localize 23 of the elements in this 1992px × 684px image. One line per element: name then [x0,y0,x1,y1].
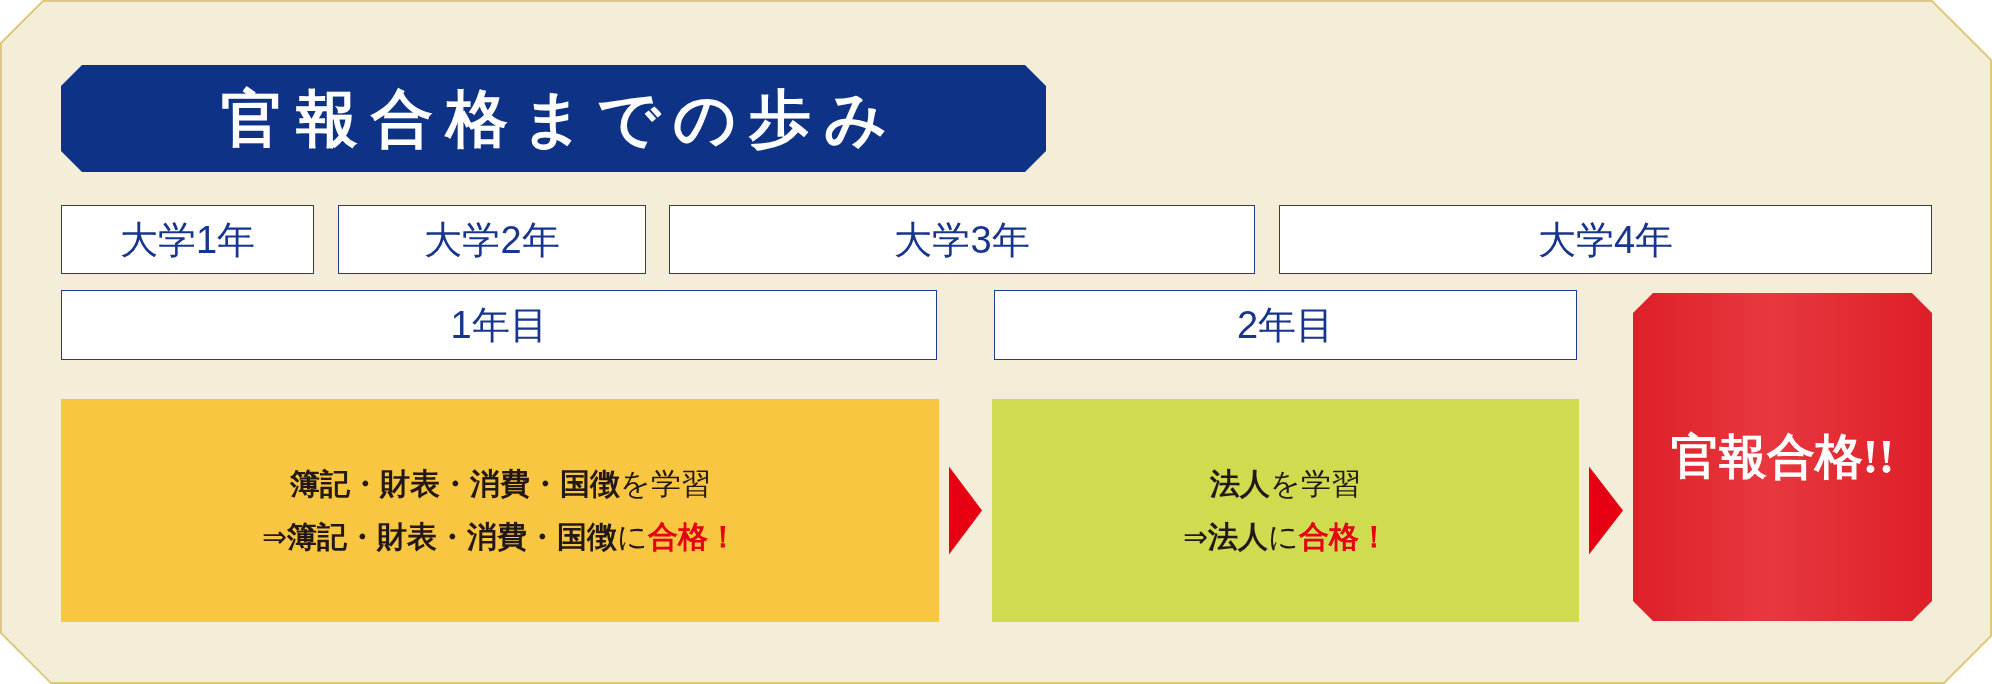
year-box [61,205,314,274]
year-box [338,205,646,274]
study-box [992,399,1579,622]
year-label: 大学2年 [424,220,560,259]
study-plan-text: 簿記・財表・消費・国徴を学習 [289,467,711,501]
arrow [1589,466,1623,555]
goal-box [1633,293,1932,621]
study-box [61,399,939,622]
year-label: 大学3年 [894,220,1030,259]
period-label: 1年目 [450,306,548,344]
year-label: 大学1年 [119,220,256,259]
study-plan-text: ⇒簿記・財表・消費・国徴に合格！ [262,520,738,554]
arrow [949,466,982,555]
year-box [669,205,1255,274]
period-box [61,290,937,360]
period-box [994,290,1577,360]
diagram-title: 官報合格までの歩み [219,87,900,150]
study-plan-text: ⇒法人に合格！ [1182,520,1389,554]
goal-label: 官報合格!! [1670,433,1895,481]
period-label: 2年目 [1236,306,1335,344]
study-plan-text: 法人を学習 [1210,467,1361,501]
year-box [1279,205,1932,274]
year-label: 大学4年 [1537,220,1674,259]
